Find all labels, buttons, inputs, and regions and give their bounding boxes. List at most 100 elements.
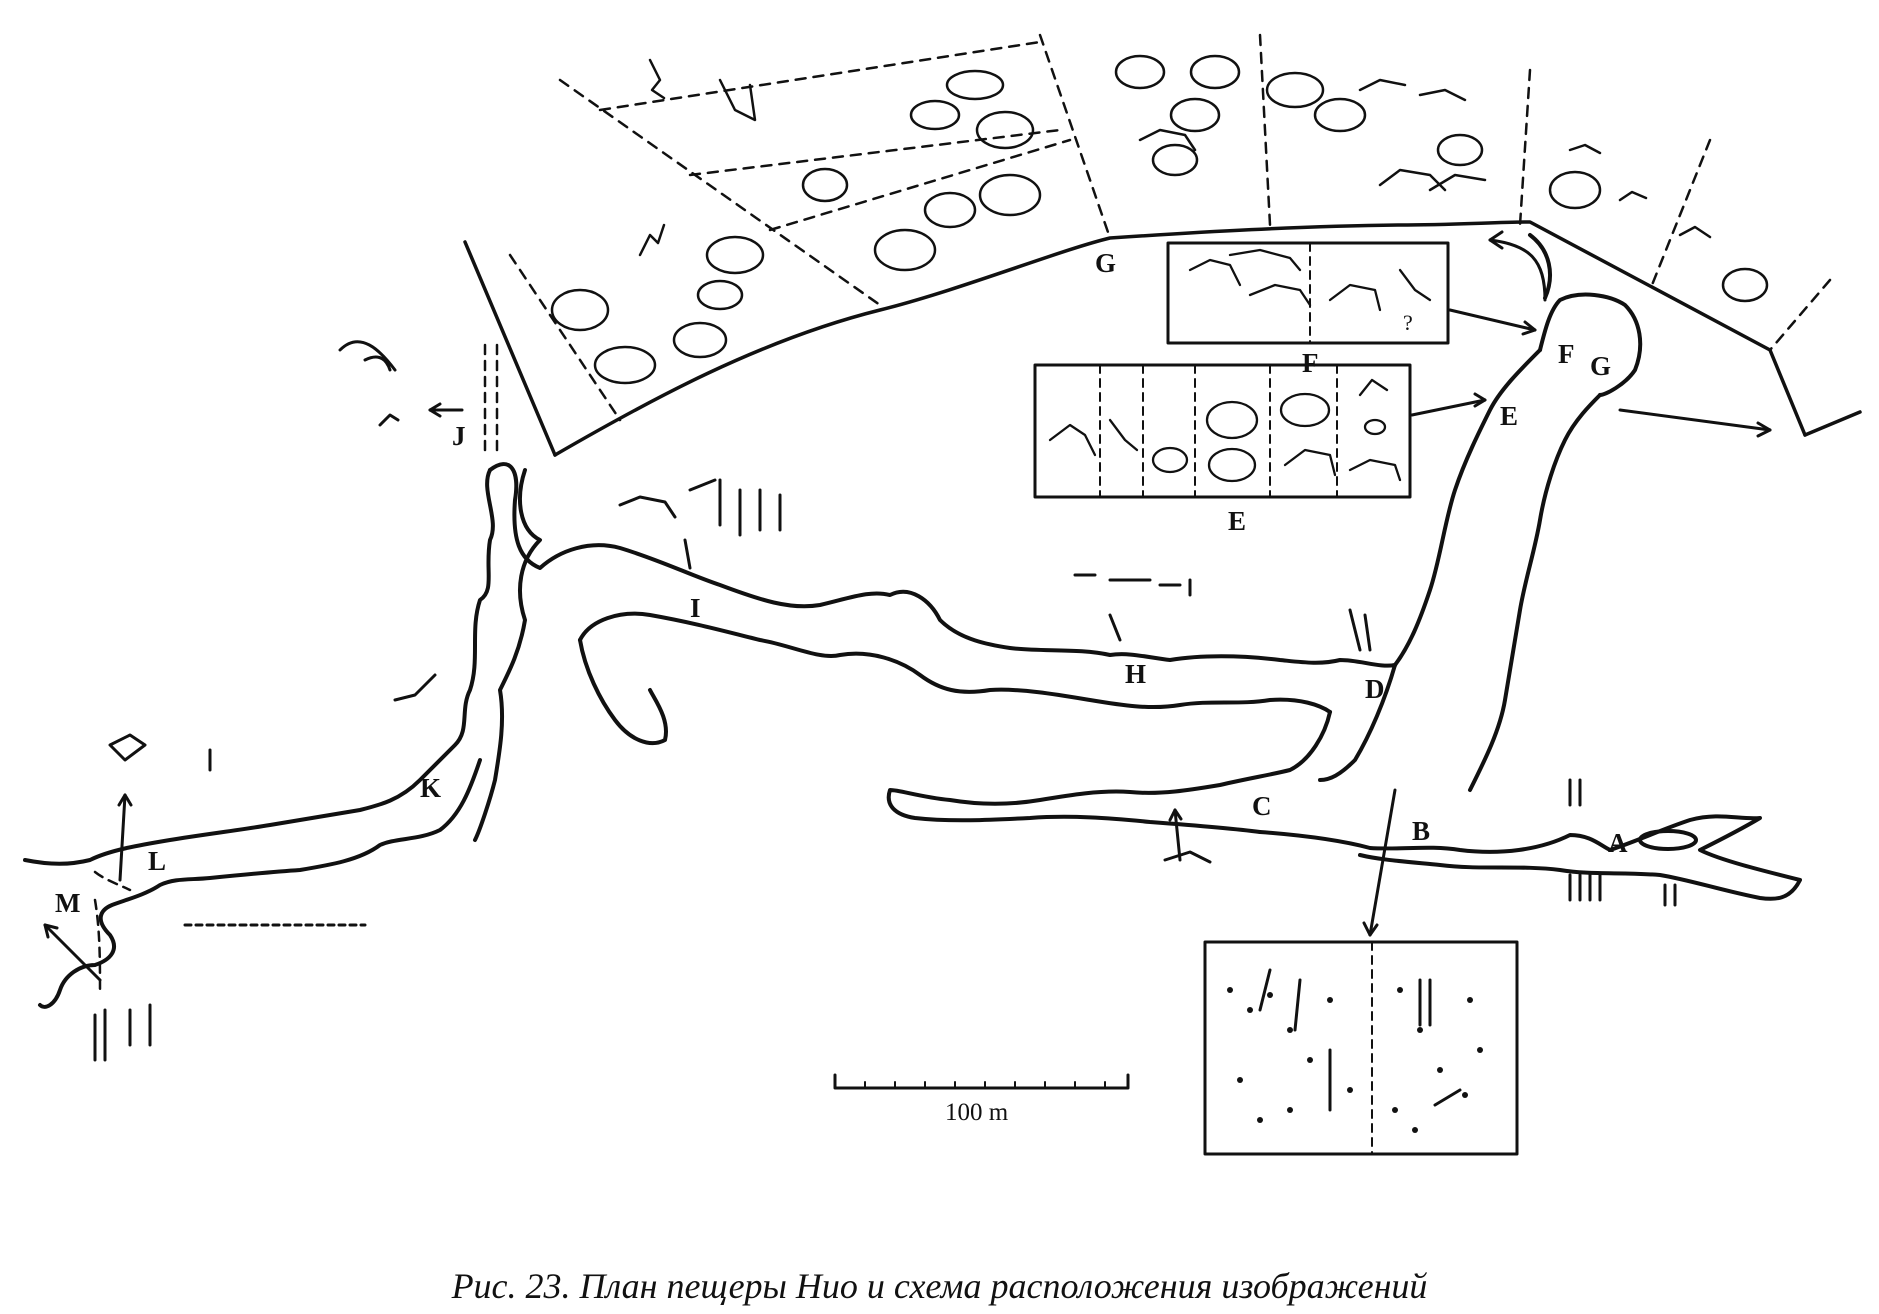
small-figure-j (378, 413, 400, 427)
panel-f-question-mark: ? (1403, 310, 1413, 335)
sign-dot (1462, 1092, 1468, 1098)
panel-e-label: E (1228, 506, 1246, 536)
sign-dot (1287, 1107, 1293, 1113)
passage-c-branch (886, 710, 1332, 834)
bison-figure-i (618, 495, 677, 519)
panel-b-signs (1203, 940, 1519, 1156)
label-e: E (1500, 401, 1518, 431)
horse-figure (1188, 258, 1242, 287)
bison-figure (1548, 170, 1602, 210)
label-c: C (1252, 791, 1272, 821)
passage-b-a (1258, 814, 1802, 901)
label-k: K (420, 773, 441, 803)
horse-figure (1358, 78, 1407, 92)
panel-f-label: F (1302, 348, 1319, 378)
ibex-figure (1048, 423, 1097, 457)
arrow-l (118, 793, 127, 882)
island-a (1638, 829, 1698, 851)
stroke-signs-m (93, 1003, 152, 1062)
passage-loop-i-inner (578, 638, 668, 746)
sign-stroke (1433, 1088, 1462, 1107)
sign-dot (1467, 997, 1473, 1003)
horse-figure (1618, 190, 1648, 202)
label-j: J (452, 421, 466, 451)
passage-d-to-e-east (1468, 393, 1602, 792)
stroke-signs-i (718, 478, 782, 537)
sign-dot (1397, 987, 1403, 993)
dot-signs-h (1073, 573, 1192, 597)
sign-dot (1412, 1127, 1418, 1133)
arrow-e-head (1473, 392, 1487, 408)
bison-figure (1114, 54, 1166, 90)
fan-base-wall (553, 220, 1807, 457)
horse-figure (1568, 143, 1602, 155)
bison-figure (550, 288, 610, 332)
fan-div-3 (598, 40, 1042, 112)
bison-figure (1279, 392, 1331, 428)
bison-figure (975, 110, 1035, 150)
passage-loop-i (578, 611, 1332, 714)
passage-shaft-j-east (473, 468, 542, 842)
sign-stroke (1293, 978, 1302, 1032)
horse-figure (1418, 88, 1467, 102)
stroke-signs-a-3 (1663, 883, 1677, 907)
dash-l (93, 870, 132, 892)
bison-figure (1265, 71, 1325, 109)
bison-figure (945, 69, 1005, 101)
bison-figure-c (1163, 850, 1212, 864)
arrow-b (1368, 788, 1397, 937)
arrow-f-head (1521, 320, 1537, 336)
horse-figure (1248, 283, 1312, 307)
ibex-figure (1328, 283, 1382, 312)
arrow-g-east-head (1756, 421, 1772, 438)
sign-dot (1237, 1077, 1243, 1083)
panel-f: ? F (1166, 241, 1450, 378)
arrow-g-east (1618, 408, 1772, 432)
sign-dot (1392, 1107, 1398, 1113)
horse-figure (1428, 173, 1487, 192)
cave-passages (23, 233, 1802, 1009)
sign-dot (1287, 1027, 1293, 1033)
bison-figure (1721, 267, 1769, 303)
panel-e-frame (1033, 363, 1412, 499)
passage-d-to-e (1393, 348, 1542, 667)
horse-figure (718, 78, 757, 122)
arrow-i (683, 538, 692, 570)
sign-dot (1227, 987, 1233, 993)
panel-e: E (1033, 363, 1412, 536)
horse-figure (1678, 225, 1712, 239)
bison-figure (1151, 446, 1189, 474)
ibex-figure (638, 223, 666, 257)
arrow-l-head (117, 793, 133, 807)
stroke-signs-d (1348, 608, 1372, 652)
sign-dot (1477, 1047, 1483, 1053)
ibex-figure (1108, 418, 1139, 452)
chamber-f-g-outer (1528, 233, 1552, 300)
panel-f-frame (1166, 241, 1450, 345)
horse-figure (1378, 168, 1447, 192)
sign-dot (1347, 1087, 1353, 1093)
human-figure (648, 58, 666, 100)
arrow-m-head (43, 923, 59, 939)
bison-figure (1436, 133, 1484, 167)
chamber-f-g (1538, 292, 1643, 397)
bison-figure (696, 279, 744, 311)
bison-figure (1205, 400, 1259, 440)
bison-figure (909, 99, 961, 131)
bison-figure (923, 191, 977, 229)
passage-sign-groups (93, 340, 1677, 1062)
label-g: G (1590, 351, 1611, 381)
bison-figure (1363, 418, 1387, 436)
sign-dot (1417, 1027, 1423, 1033)
arrows (43, 230, 1772, 982)
bison-figure (801, 167, 849, 203)
arrow-c-head (1168, 808, 1183, 822)
figure-caption: Рис. 23. План пещеры Нио и схема располо… (451, 1266, 1428, 1306)
location-labels: A B C D E F G G H I J K L M (55, 248, 1628, 918)
bison-figure (1151, 143, 1199, 177)
fan-div-7 (1258, 33, 1272, 227)
label-a: A (1608, 828, 1628, 858)
fan-div-10 (1768, 278, 1832, 352)
arrow-h (1108, 613, 1122, 642)
